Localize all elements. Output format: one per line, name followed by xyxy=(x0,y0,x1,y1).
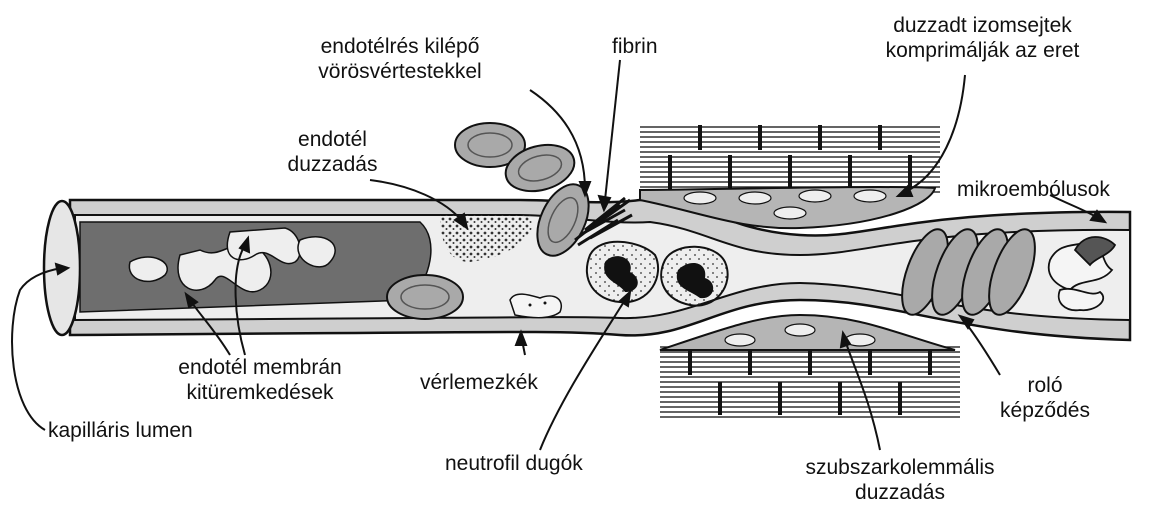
label-subsarcolemmal-line2: duzzadás xyxy=(770,480,1030,505)
label-capillary-lumen: kapilláris lumen xyxy=(48,418,193,443)
label-endothelial-gap-line2: vörösvértestekkel xyxy=(285,59,515,84)
label-endothelial-gap: endotélrés kilépő vörösvértestekkel xyxy=(285,34,515,84)
upper-muscle-block xyxy=(640,125,940,195)
label-neutrophil-plugs: neutrofil dugók xyxy=(445,451,583,476)
label-swollen-muscle: duzzadt izomsejtek komprimálják az eret xyxy=(865,13,1100,63)
label-endothelial-swelling-line1: endotél xyxy=(275,127,390,152)
lower-muscle-block xyxy=(660,345,960,420)
label-platelets: vérlemezkék xyxy=(420,370,538,395)
label-microemboli: mikroembólusok xyxy=(957,177,1110,202)
label-fibrin: fibrin xyxy=(612,34,658,59)
label-membrane-protrusions: endotél membrán kitüremkedések xyxy=(160,355,360,405)
label-swollen-muscle-line2: komprimálják az eret xyxy=(865,38,1100,63)
label-subsarcolemmal-line1: szubszarkolemmális xyxy=(770,455,1030,480)
label-rouleaux-line1: roló xyxy=(990,373,1100,398)
label-swollen-muscle-line1: duzzadt izomsejtek xyxy=(865,13,1100,38)
platelet-cluster xyxy=(510,294,561,318)
label-rouleaux: roló képződés xyxy=(990,373,1100,423)
label-membrane-protrusions-line1: endotél membrán xyxy=(160,355,360,380)
label-endothelial-gap-line1: endotélrés kilépő xyxy=(285,34,515,59)
label-subsarcolemmal-swelling: szubszarkolemmális duzzadás xyxy=(770,455,1030,505)
label-endothelial-swelling-line2: duzzadás xyxy=(275,152,390,177)
label-membrane-protrusions-line2: kitüremkedések xyxy=(160,380,360,405)
label-endothelial-swelling: endotél duzzadás xyxy=(275,127,390,177)
label-rouleaux-line2: képződés xyxy=(990,398,1100,423)
